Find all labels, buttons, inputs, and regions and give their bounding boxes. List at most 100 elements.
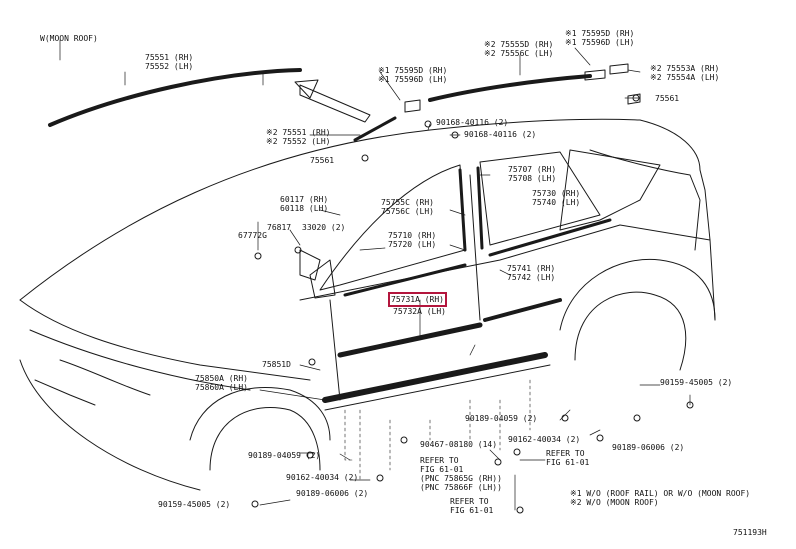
clip-icon-17	[516, 506, 524, 514]
part-number: ※2 75556C (LH)	[484, 49, 554, 58]
roof-rail-right	[430, 76, 590, 100]
label-90168-a: 90168-40116 (2)	[436, 118, 509, 127]
clip-icon-6	[294, 246, 302, 254]
part-number: 75708 (LH)	[508, 174, 557, 183]
label-76817: 76817	[267, 223, 292, 232]
pillar-garnish	[460, 170, 465, 250]
car-headlight	[60, 360, 150, 395]
label-75710: 75710 (RH) 75720 (LH)	[388, 231, 436, 249]
part-number: 75741 (RH)	[507, 264, 556, 273]
label-75555d: ※2 75555D (RH) ※2 75556C (LH)	[484, 40, 553, 58]
side-sill-lower	[325, 365, 550, 410]
refer-text: FIG 61-01	[546, 458, 590, 467]
part-number: 75730 (RH)	[532, 189, 581, 198]
refer-to-fig-c: REFER TO FIG 61-01	[450, 497, 493, 515]
legend-note: ※2 W/O (MOON ROOF)	[570, 498, 659, 507]
part-number: 60117 (RH)	[280, 195, 329, 204]
rocker-molding	[340, 325, 480, 355]
part-number: 75552 (LH)	[145, 62, 194, 71]
label-90189-bottom: 90189-06006 (2)	[296, 489, 369, 498]
door-molding-rear	[490, 220, 610, 255]
clip-icon-5	[254, 252, 262, 260]
part-number: ※1 75595D (RH)	[565, 29, 635, 38]
roof-rail-mid	[355, 118, 395, 140]
leader-lines	[60, 40, 690, 510]
label-75595d-top: ※1 75595D (RH) ※1 75596D (LH)	[565, 29, 634, 47]
label-90189-mid: 90189-04059 (2)	[465, 414, 538, 423]
label-90162-right: 90162-40034 (2)	[508, 435, 581, 444]
refer-to-fig-a: REFER TO FIG 61-01	[546, 449, 589, 467]
label-75595d-mid: ※1 75595D (RH) ※1 75596D (LH)	[378, 66, 447, 84]
part-number: 60118 (LH)	[280, 204, 329, 213]
refer-text: (PNC 75865G (RH))	[420, 474, 502, 483]
car-front-bumper	[20, 360, 200, 490]
label-75741: 75741 (RH) 75742 (LH)	[507, 264, 555, 282]
part-number: ※1 75595D (RH)	[378, 66, 448, 75]
clip-icon-15	[251, 500, 259, 508]
part-number: ※1 75596D (LH)	[378, 75, 448, 84]
label-75731a-highlighted[interactable]: 75731A (RH)	[388, 292, 447, 307]
label-90168-b: 90168-40116 (2)	[464, 130, 537, 139]
clip-icon-16	[306, 451, 314, 459]
part-number: 75860A (LH)	[195, 383, 248, 392]
pillar-garnish-2	[478, 168, 482, 248]
part-number: 75740 (LH)	[532, 198, 581, 207]
label-60117: 60117 (RH) 60118 (LH)	[280, 195, 328, 213]
label-75755c: 75755C (RH) 75756C (LH)	[381, 198, 434, 216]
part-number: ※2 75551 (RH)	[266, 128, 331, 137]
car-hood-edge	[30, 330, 250, 390]
part-number: ※2 75552 (LH)	[266, 137, 331, 146]
label-90159-right: 90159-45005 (2)	[660, 378, 733, 387]
label-90162-left: 90162-40034 (2)	[286, 473, 359, 482]
part-number: 75720 (LH)	[388, 240, 437, 249]
label-75707: 75707 (RH) 75708 (LH)	[508, 165, 556, 183]
label-90159-left: 90159-45005 (2)	[158, 500, 231, 509]
car-door-line-1	[470, 175, 480, 320]
label-75850a: 75850A (RH) 75860A (LH)	[195, 374, 248, 392]
car-rear-fender	[620, 225, 715, 320]
label-90189-right: 90189-06006 (2)	[612, 443, 685, 452]
label-75732a: 75732A (LH)	[393, 307, 446, 316]
clip-icon-13	[513, 448, 521, 456]
roof-arrow-head	[295, 80, 318, 98]
car-rear-wheel	[575, 292, 686, 370]
refer-text: FIG 61-01	[420, 465, 464, 474]
car-door-line-2	[330, 300, 340, 400]
leader-dashed	[345, 380, 530, 480]
refer-text: REFER TO	[420, 456, 459, 465]
label-90467: 90467-08180 (14)	[420, 440, 498, 449]
label-75561-right: 75561	[655, 94, 680, 103]
roof-end-cap	[585, 70, 605, 80]
clip-icon-14	[376, 474, 384, 482]
label-75561-left: 75561	[310, 156, 335, 165]
label-75551-2: ※2 75551 (RH) ※2 75552 (LH)	[266, 128, 331, 146]
car-beltline	[300, 225, 620, 300]
label-75730: 75730 (RH) 75740 (LH)	[532, 189, 580, 207]
roof-end-cap-2	[610, 64, 628, 74]
car-rear-window	[560, 150, 660, 230]
rocker-molding-rear	[485, 300, 560, 320]
clip-icon-4	[632, 94, 640, 102]
part-number: 75756C (LH)	[381, 207, 434, 216]
variant-label: W(MOON ROOF)	[40, 34, 98, 43]
car-rear-wheel-arch	[560, 259, 715, 330]
front-pillar-garnish	[310, 260, 335, 298]
label-33020: 33020 (2)	[302, 223, 346, 232]
clip-icon-2	[424, 120, 432, 128]
car-front-wheel	[210, 408, 320, 471]
door-molding-front	[345, 265, 465, 295]
label-75551: 75551 (RH) 75552 (LH)	[145, 53, 193, 71]
roof-rail-cover	[405, 100, 420, 112]
part-number: 75707 (RH)	[508, 165, 557, 174]
clip-icon-1	[361, 154, 369, 162]
label-67772g: 67772G	[238, 231, 267, 240]
car-front-wheel-arch	[190, 387, 330, 440]
label-75851d: 75851D	[262, 360, 291, 369]
part-number: ※1 75596D (LH)	[565, 38, 635, 47]
car-mirror	[300, 250, 320, 280]
car-side-window-front	[320, 165, 465, 290]
clip-icon-11	[686, 401, 694, 409]
refer-text: REFER TO	[546, 449, 585, 458]
figure-code: 751193H	[733, 528, 767, 537]
